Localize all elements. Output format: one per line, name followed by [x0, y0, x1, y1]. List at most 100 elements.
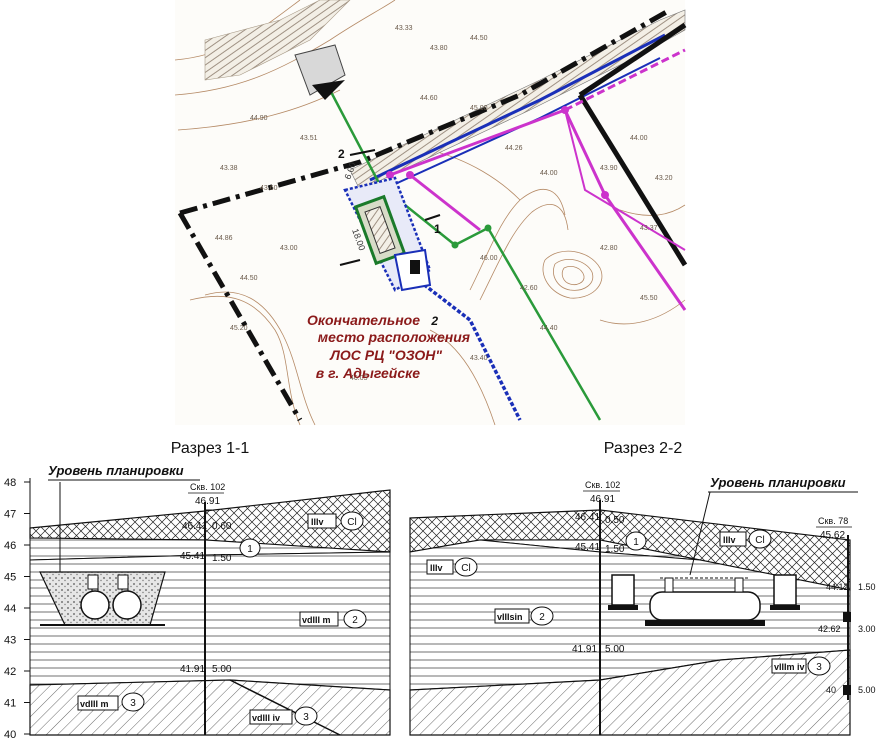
svg-text:1: 1: [633, 537, 639, 548]
svg-text:3: 3: [303, 712, 309, 723]
layer22-tag-cl-left: IIIv Cl: [426, 557, 478, 577]
elevation-tick-label: 43: [4, 635, 16, 647]
depth-1-50: 1.50: [212, 553, 232, 564]
elevation-label: 45.50: [640, 295, 658, 302]
tank-22: [649, 591, 761, 621]
level22-41-91: 41.91: [572, 644, 597, 655]
black-property-line: [577, 22, 688, 267]
svg-text:Cl: Cl: [755, 535, 764, 546]
level22-45-41: 45.41: [575, 542, 600, 553]
elevation-label: 46.00: [480, 255, 498, 262]
marker-2-caption: 2: [430, 314, 438, 328]
svg-text:1: 1: [247, 544, 253, 555]
elevation-label: 44.00: [540, 170, 558, 177]
elevation-label: 43.00: [280, 245, 298, 252]
elevation-label: 45.00: [470, 105, 488, 112]
elevation-label: 45.20: [230, 325, 248, 332]
layer22-tag-1: 1: [625, 531, 647, 551]
depth22b-5-00: 5.00: [858, 685, 876, 695]
layer-tag-3b: vdIII iv 3: [249, 706, 318, 726]
elevation-tick-label: 47: [4, 509, 16, 521]
depth22b-1-50: 1.50: [858, 582, 876, 592]
elevation-label: 43.60: [260, 185, 278, 192]
elevation-label: 43.51: [300, 135, 318, 142]
well-1-elev: 46.91: [195, 496, 220, 507]
layer22-tag-3: vIIIm iv 3: [771, 656, 831, 676]
well-2a-elev: 46.91: [590, 494, 615, 505]
svg-text:vIIIsin: vIIIsin: [497, 612, 523, 622]
svg-text:IIIv: IIIv: [311, 517, 324, 527]
elevation-tick-label: 46: [4, 540, 16, 552]
caption-line-4: в г. Адыгейске: [316, 365, 420, 381]
elevation-label: 44.26: [505, 145, 523, 152]
svg-text:vdIII m: vdIII m: [302, 615, 331, 625]
layer-tag-3a: vdIII m 3: [77, 692, 145, 712]
elevation-label: 44.50: [240, 275, 258, 282]
well-2b-elev: 45.62: [820, 530, 845, 541]
elevation-label: 43.20: [655, 175, 673, 182]
los-facility: [343, 176, 432, 292]
planning-label-1: Уровень планировки: [48, 463, 184, 478]
layer-tag-cl: IIIv Cl: [307, 511, 364, 531]
level22-40: 40: [826, 685, 836, 695]
svg-text:Cl: Cl: [347, 517, 356, 528]
svg-text:3: 3: [816, 662, 822, 673]
well-2a-name: Скв. 102: [585, 480, 620, 490]
layer22-tag-2: vIIIsin 2: [494, 606, 554, 626]
slope-band: [204, 0, 351, 81]
depth22b-3-00: 3.00: [858, 624, 876, 634]
svg-text:2: 2: [352, 615, 358, 626]
elevation-tick-label: 45: [4, 572, 16, 584]
elevation-label: 42.60: [520, 285, 538, 292]
planning-label-2: Уровень планировки: [710, 475, 846, 490]
elevation-label: 43.80: [430, 45, 448, 52]
svg-text:vdIII m: vdIII m: [80, 699, 109, 709]
svg-text:IIIv: IIIv: [723, 535, 736, 545]
road-band: [349, 9, 686, 191]
depth22-0-50: 0.50: [605, 515, 625, 526]
elevation-label: 43.90: [600, 165, 618, 172]
magenta-network: [389, 48, 687, 311]
layer-tag-2: vdIII m 2: [299, 609, 367, 629]
elevation-labels: 43.3343.8044.5044.9043.5143.3843.6044.60…: [215, 25, 673, 382]
blue-road-line: [369, 33, 666, 182]
svg-text:vdIII iv: vdIII iv: [252, 713, 280, 723]
elevation-label: 46.05: [350, 375, 368, 382]
svg-text:IIIv: IIIv: [430, 563, 443, 573]
depth22-5-00: 5.00: [605, 644, 625, 655]
well-1-name: Скв. 102: [190, 482, 225, 492]
site-plan-map: 2 1 6.00 18.00 43.3343.8044.5044.9043.51…: [174, 0, 688, 426]
elevation-label: 44.60: [420, 95, 438, 102]
section-2-2: Разрез 2-2 Уровень планировки Скв. 102 4…: [409, 440, 876, 736]
level22-46-41: 46.41: [575, 512, 600, 523]
caption-line-2: место расположения: [318, 329, 470, 345]
section-1-1-title: Разрез 1-1: [171, 440, 250, 457]
contour-lines: [174, 0, 686, 426]
elevation-tick-label: 48: [4, 477, 16, 489]
elevation-label: 44.00: [630, 135, 648, 142]
marker-1: 1: [434, 222, 441, 236]
well-2b-name: Скв. 78: [818, 516, 848, 526]
level22-44-12: 44.12: [826, 582, 849, 592]
level-45-41: 45.41: [180, 551, 205, 562]
elevation-tick-label: 44: [4, 603, 16, 615]
caption-line-3: ЛОС РЦ "ОЗОН": [329, 347, 442, 363]
section-2-2-title: Разрез 2-2: [604, 440, 683, 457]
elevation-tick-label: 41: [4, 698, 16, 710]
elevation-tick-label: 42: [4, 666, 16, 678]
elevation-label: 43.33: [395, 25, 413, 32]
depth-5-00: 5.00: [212, 664, 232, 675]
caption-line-1: Окончательное: [307, 312, 420, 328]
level-41-91: 41.91: [180, 664, 205, 675]
elevation-label: 43.40: [470, 355, 488, 362]
elevation-label: 44.40: [540, 325, 558, 332]
layer22-tag-cl-right: IIIv Cl: [719, 529, 772, 549]
elevation-label: 44.86: [215, 235, 233, 242]
level22-42-62: 42.62: [818, 624, 841, 634]
section-markers: [339, 149, 441, 266]
depth-0-60: 0.60: [212, 521, 232, 532]
site-boundary: [179, 7, 672, 216]
